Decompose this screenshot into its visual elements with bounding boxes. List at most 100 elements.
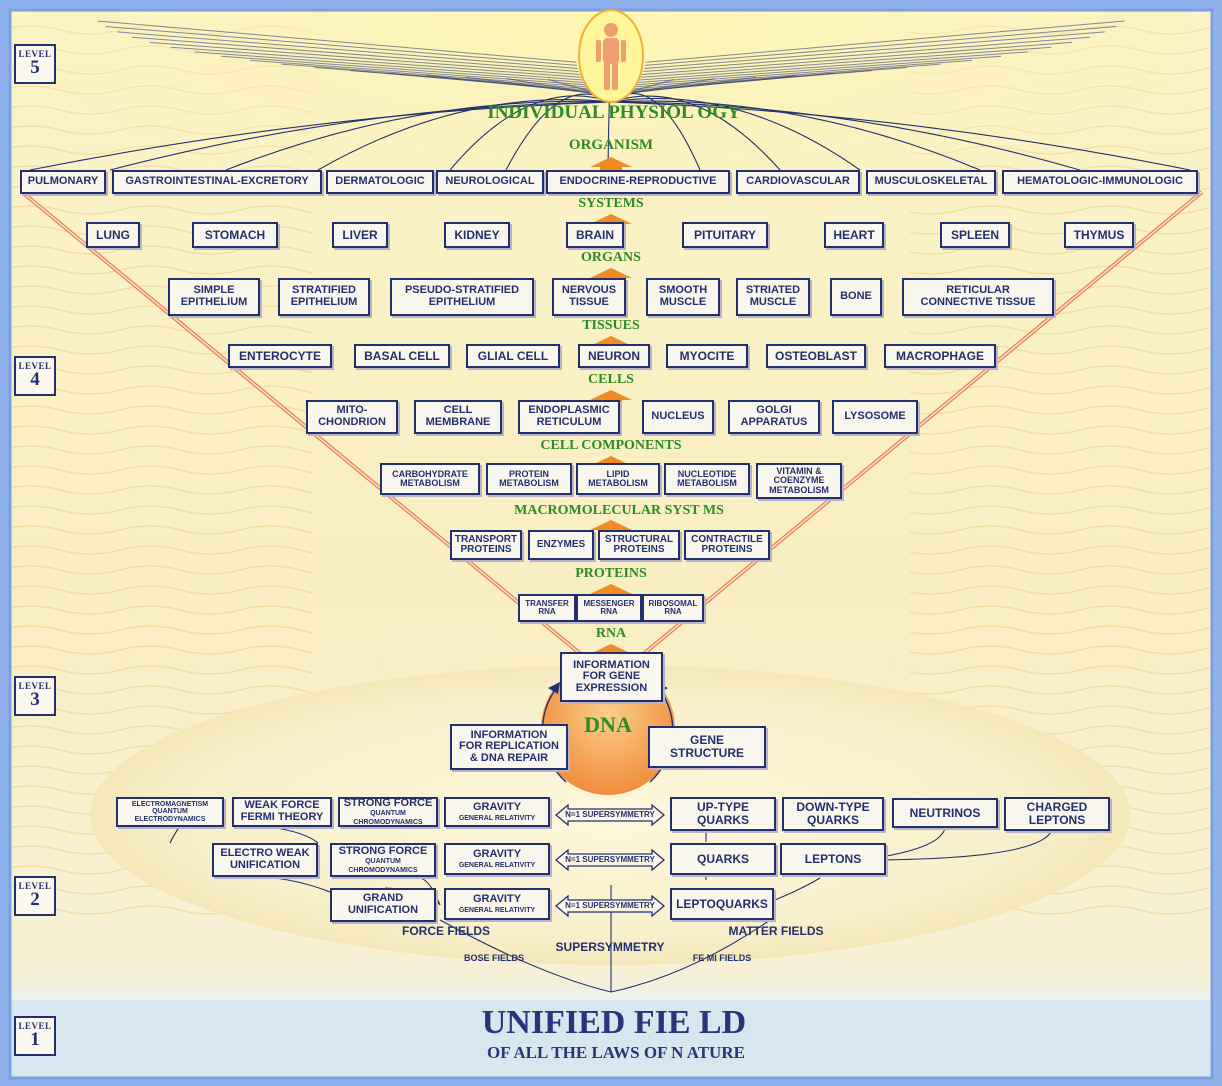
box-line: RNA <box>600 607 618 616</box>
box-line: SMOOTH <box>658 284 708 297</box>
box-line: GOLGI <box>756 404 792 417</box>
box-line: ELECTROMAGNETISM <box>131 800 209 808</box>
fermi-fields-label: FE MI FIELDS <box>692 953 752 963</box>
level-3-marker: LEVEL 3 <box>14 676 56 716</box>
cell-box-glial-cell: GLIAL CELL <box>466 344 560 368</box>
box-line: RNA <box>538 607 556 616</box>
box-line: NEUTRINOS <box>909 805 981 820</box>
box-line: ENDOCRINE-REPRODUCTIVE <box>559 175 717 188</box>
box-line: QUARKS <box>806 813 859 827</box>
box-line: PROTEINS <box>460 544 512 555</box>
box-line: LEPTONS <box>804 851 862 866</box>
organ-box-thymus: THYMUS <box>1064 222 1134 248</box>
unified-field-title: UNIFIED FIE LD <box>481 1004 747 1041</box>
box-line: LUNG <box>96 227 130 242</box>
box-line: KIDNEY <box>454 227 500 242</box>
box-line: PROTEINS <box>701 544 753 555</box>
box-line: STRONG FORCE <box>338 844 428 857</box>
box-line: ENDOPLASMIC <box>528 404 610 417</box>
box-line: LIPID <box>606 468 630 479</box>
box-line: PROTEINS <box>613 544 665 555</box>
matter-fields-label: MATTER FIELDS <box>728 924 824 938</box>
bose-fields-label: BOSE FIELDS <box>463 953 525 963</box>
box-line: STRUCTURE <box>670 746 744 760</box>
gravity-box-1: GRAVITY GENERAL RELATIVITY <box>444 797 550 827</box>
cell-box-myocite: MYOCITE <box>666 344 748 368</box>
level-1-marker: LEVEL 1 <box>14 1016 56 1056</box>
box-line: RIBOSOMAL <box>648 598 698 608</box>
orange-up-arrow <box>590 584 632 597</box>
orange-up-arrow <box>590 157 632 170</box>
box-line: MEMBRANE <box>425 416 491 428</box>
down-quarks-box: DOWN-TYPE QUARKS <box>782 797 884 831</box>
box-line: MESSENGER <box>583 598 635 608</box>
organ-box-heart: HEART <box>824 222 884 248</box>
organ-box-lung: LUNG <box>86 222 140 248</box>
tissue-box-6: BONE <box>830 278 882 316</box>
box-line: LYSOSOME <box>844 410 906 423</box>
box-line: HEART <box>833 227 875 242</box>
box-line: QUANTUM <box>152 808 188 816</box>
box-line: SIMPLE <box>193 284 235 297</box>
box-line: UP-TYPE <box>696 800 749 815</box>
level-number: 5 <box>30 57 40 78</box>
box-line: QUARKS <box>696 851 749 866</box>
organ-box-liver: LIVER <box>332 222 388 248</box>
cell-box-neuron: NEURON <box>578 344 650 368</box>
box-line: UNIFICATION <box>229 859 301 871</box>
box-line: BRAIN <box>576 227 614 242</box>
force-fields-label: FORCE FIELDS <box>401 924 491 938</box>
box-line: ELECTRODYNAMICS <box>134 815 206 823</box>
box-line: GRAVITY <box>472 848 522 861</box>
level-2-marker: LEVEL 2 <box>14 876 56 916</box>
box-line: PITUITARY <box>694 227 756 242</box>
box-line: MUSCULOSKELETAL <box>874 175 988 188</box>
protein-box-1: ENZYMES <box>528 530 594 560</box>
orange-up-arrow <box>590 390 632 403</box>
box-line: MACROPHAGE <box>895 348 984 363</box>
box-line: METABOLISM <box>499 478 559 488</box>
strong-force-mid-box: STRONG FORCE QUANTUM CHROMODYNAMICS <box>330 843 436 877</box>
level-number: 4 <box>30 369 40 390</box>
box-line: LEPTONS <box>1028 813 1086 827</box>
box-line: CHARGED <box>1026 800 1088 815</box>
box-line: NERVOUS <box>561 284 617 297</box>
box-line: METABOLISM <box>677 478 737 488</box>
box-line: APPARATUS <box>740 416 808 428</box>
box-line: SPLEEN <box>950 227 999 242</box>
box-line: LIVER <box>342 227 378 242</box>
system-box-musculoskeletal: MUSCULOSKELETAL <box>866 170 996 194</box>
box-line: CONNECTIVE TISSUE <box>920 296 1036 308</box>
box-line: OSTEOBLAST <box>774 348 857 363</box>
box-line: RETICULAR <box>946 284 1010 297</box>
box-subline: GENERAL RELATIVITY <box>458 814 536 822</box>
level-word: LEVEL <box>18 1021 52 1031</box>
box-line: STOMACH <box>204 227 266 242</box>
box-line: PSEUDO-STRATIFIED <box>404 284 520 297</box>
system-box-endocrine-reproductive: ENDOCRINE-REPRODUCTIVE <box>546 170 730 194</box>
box-line: DERMATOLOGIC <box>335 175 425 188</box>
box-subline: GENERAL RELATIVITY <box>458 861 536 869</box>
susy-arrow-label-1: N=1 SUPERSYMMETRY <box>565 810 655 819</box>
cell-component-box-3: NUCLEUS <box>642 400 714 434</box>
label-rna: RNA <box>595 626 627 641</box>
box-line: METABOLISM <box>588 478 648 488</box>
system-box-dermatologic: DERMATOLOGIC <box>326 170 434 194</box>
box-line: THYMUS <box>1073 227 1125 242</box>
system-box-gastrointestinal-excretory: GASTROINTESTINAL-EXCRETORY <box>112 170 322 194</box>
up-quarks-box: UP-TYPE QUARKS <box>670 797 776 831</box>
box-line: CELL <box>443 404 473 417</box>
cell-component-box-5: LYSOSOME <box>832 400 918 434</box>
box-line: PROTEIN <box>508 468 549 479</box>
organ-box-spleen: SPLEEN <box>940 222 1010 248</box>
level-5-marker: LEVEL 5 <box>14 44 56 84</box>
box-line: GLIAL CELL <box>477 348 549 363</box>
label-systems: SYSTEMS <box>578 196 644 211</box>
